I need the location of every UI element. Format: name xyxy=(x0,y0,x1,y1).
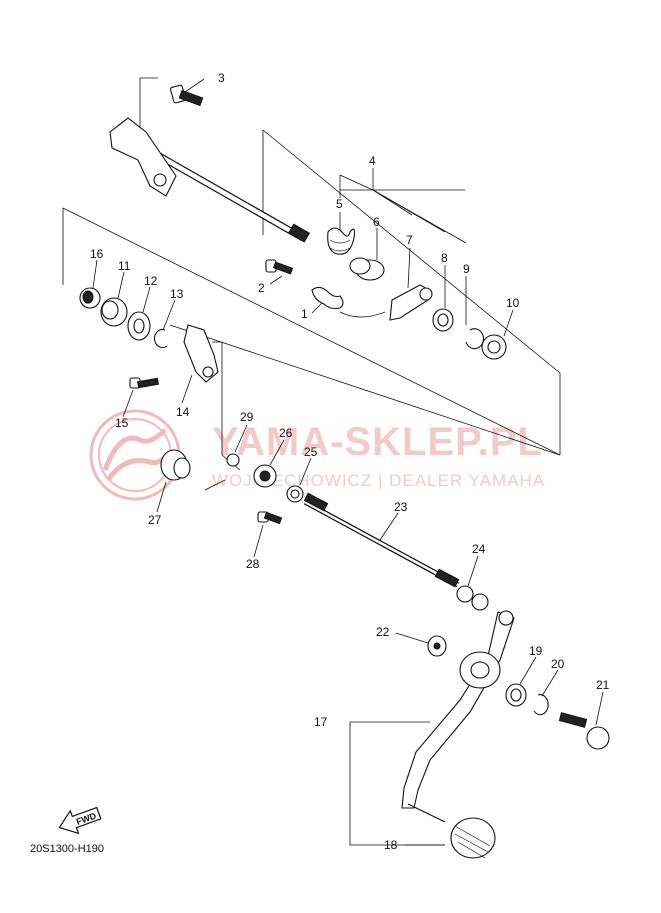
part-22-washer[interactable] xyxy=(427,635,447,657)
part-7-lever[interactable] xyxy=(389,284,433,321)
part-26-joint[interactable] xyxy=(253,464,277,488)
part-13-circlip[interactable] xyxy=(153,329,168,349)
part-label-27[interactable]: 27 xyxy=(148,513,162,527)
part-3-bolt[interactable] xyxy=(170,84,204,107)
part-label-21[interactable]: 21 xyxy=(596,678,610,692)
part-8-washer[interactable] xyxy=(432,308,454,332)
part-12-oil-seal[interactable] xyxy=(127,311,151,341)
part-19-washer[interactable] xyxy=(505,683,527,707)
part-5-spring[interactable] xyxy=(327,227,356,255)
part-10-washer[interactable] xyxy=(481,334,507,360)
part-label-16[interactable]: 16 xyxy=(90,247,104,261)
part-label-29[interactable]: 29 xyxy=(240,410,254,424)
part-28-bolt[interactable] xyxy=(257,511,283,525)
part-label-12[interactable]: 12 xyxy=(144,274,158,288)
part-label-5[interactable]: 5 xyxy=(336,197,343,211)
part-label-20[interactable]: 20 xyxy=(551,657,565,671)
part-20-circlip[interactable] xyxy=(533,694,549,716)
part-label-25[interactable]: 25 xyxy=(304,445,318,459)
label-leaders xyxy=(92,78,604,726)
part-6-collar[interactable] xyxy=(349,257,385,281)
part-label-22[interactable]: 22 xyxy=(376,625,390,639)
part-21-bolt[interactable] xyxy=(558,712,610,750)
watermark: YAMA-SKLEP.PL WOJCIECHOWICZ | DEALER YAM… xyxy=(89,409,545,501)
part-1-spring[interactable] xyxy=(311,286,386,318)
part-label-13[interactable]: 13 xyxy=(170,287,184,301)
part-label-9[interactable]: 9 xyxy=(463,262,470,276)
part-label-1[interactable]: 1 xyxy=(301,307,308,321)
part-label-8[interactable]: 8 xyxy=(441,251,448,265)
part-25-washer[interactable] xyxy=(286,485,304,503)
part-14-lever[interactable] xyxy=(183,324,219,383)
part-label-17[interactable]: 17 xyxy=(314,715,328,729)
part-label-23[interactable]: 23 xyxy=(394,500,408,514)
part-label-3[interactable]: 3 xyxy=(218,71,225,85)
part-2-bolt[interactable] xyxy=(265,259,294,275)
diagram-code: 20S1300-H190 xyxy=(30,843,104,855)
part-shift-shaft[interactable] xyxy=(109,117,310,243)
part-label-11[interactable]: 11 xyxy=(118,259,131,273)
part-label-7[interactable]: 7 xyxy=(406,233,413,247)
part-label-10[interactable]: 10 xyxy=(506,296,520,310)
part-label-4[interactable]: 4 xyxy=(369,154,376,168)
part-9-circlip[interactable] xyxy=(465,328,485,350)
watermark-title: YAMA-SKLEP.PL xyxy=(212,420,543,464)
part-label-2[interactable]: 2 xyxy=(258,281,265,295)
part-label-14[interactable]: 14 xyxy=(176,405,190,419)
assembly-frame-lines xyxy=(62,77,561,846)
part-16-bearing[interactable] xyxy=(79,287,101,309)
watermark-subtitle: WOJCIECHOWICZ | DEALER YAMAHA xyxy=(212,471,545,490)
part-label-18[interactable]: 18 xyxy=(384,838,398,852)
part-labels: 3 4 5 6 7 8 9 10 2 1 16 11 12 13 14 15 2… xyxy=(90,71,610,852)
part-label-6[interactable]: 6 xyxy=(373,215,380,229)
fwd-arrow-icon: FWD xyxy=(58,806,102,835)
part-15-bolt[interactable] xyxy=(129,377,159,389)
part-label-26[interactable]: 26 xyxy=(279,426,293,440)
part-label-15[interactable]: 15 xyxy=(115,416,129,430)
part-29-collar[interactable] xyxy=(226,453,240,467)
part-label-24[interactable]: 24 xyxy=(472,542,486,556)
part-18-pedal-rubber[interactable] xyxy=(450,817,496,859)
part-label-28[interactable]: 28 xyxy=(246,557,260,571)
part-27-boot[interactable] xyxy=(160,449,191,481)
part-label-19[interactable]: 19 xyxy=(529,644,543,658)
part-11-seal[interactable] xyxy=(100,297,128,327)
part-17-shift-pedal[interactable] xyxy=(401,610,515,823)
part-24-joint[interactable] xyxy=(456,585,489,611)
part-23-shift-rod[interactable] xyxy=(303,492,460,588)
